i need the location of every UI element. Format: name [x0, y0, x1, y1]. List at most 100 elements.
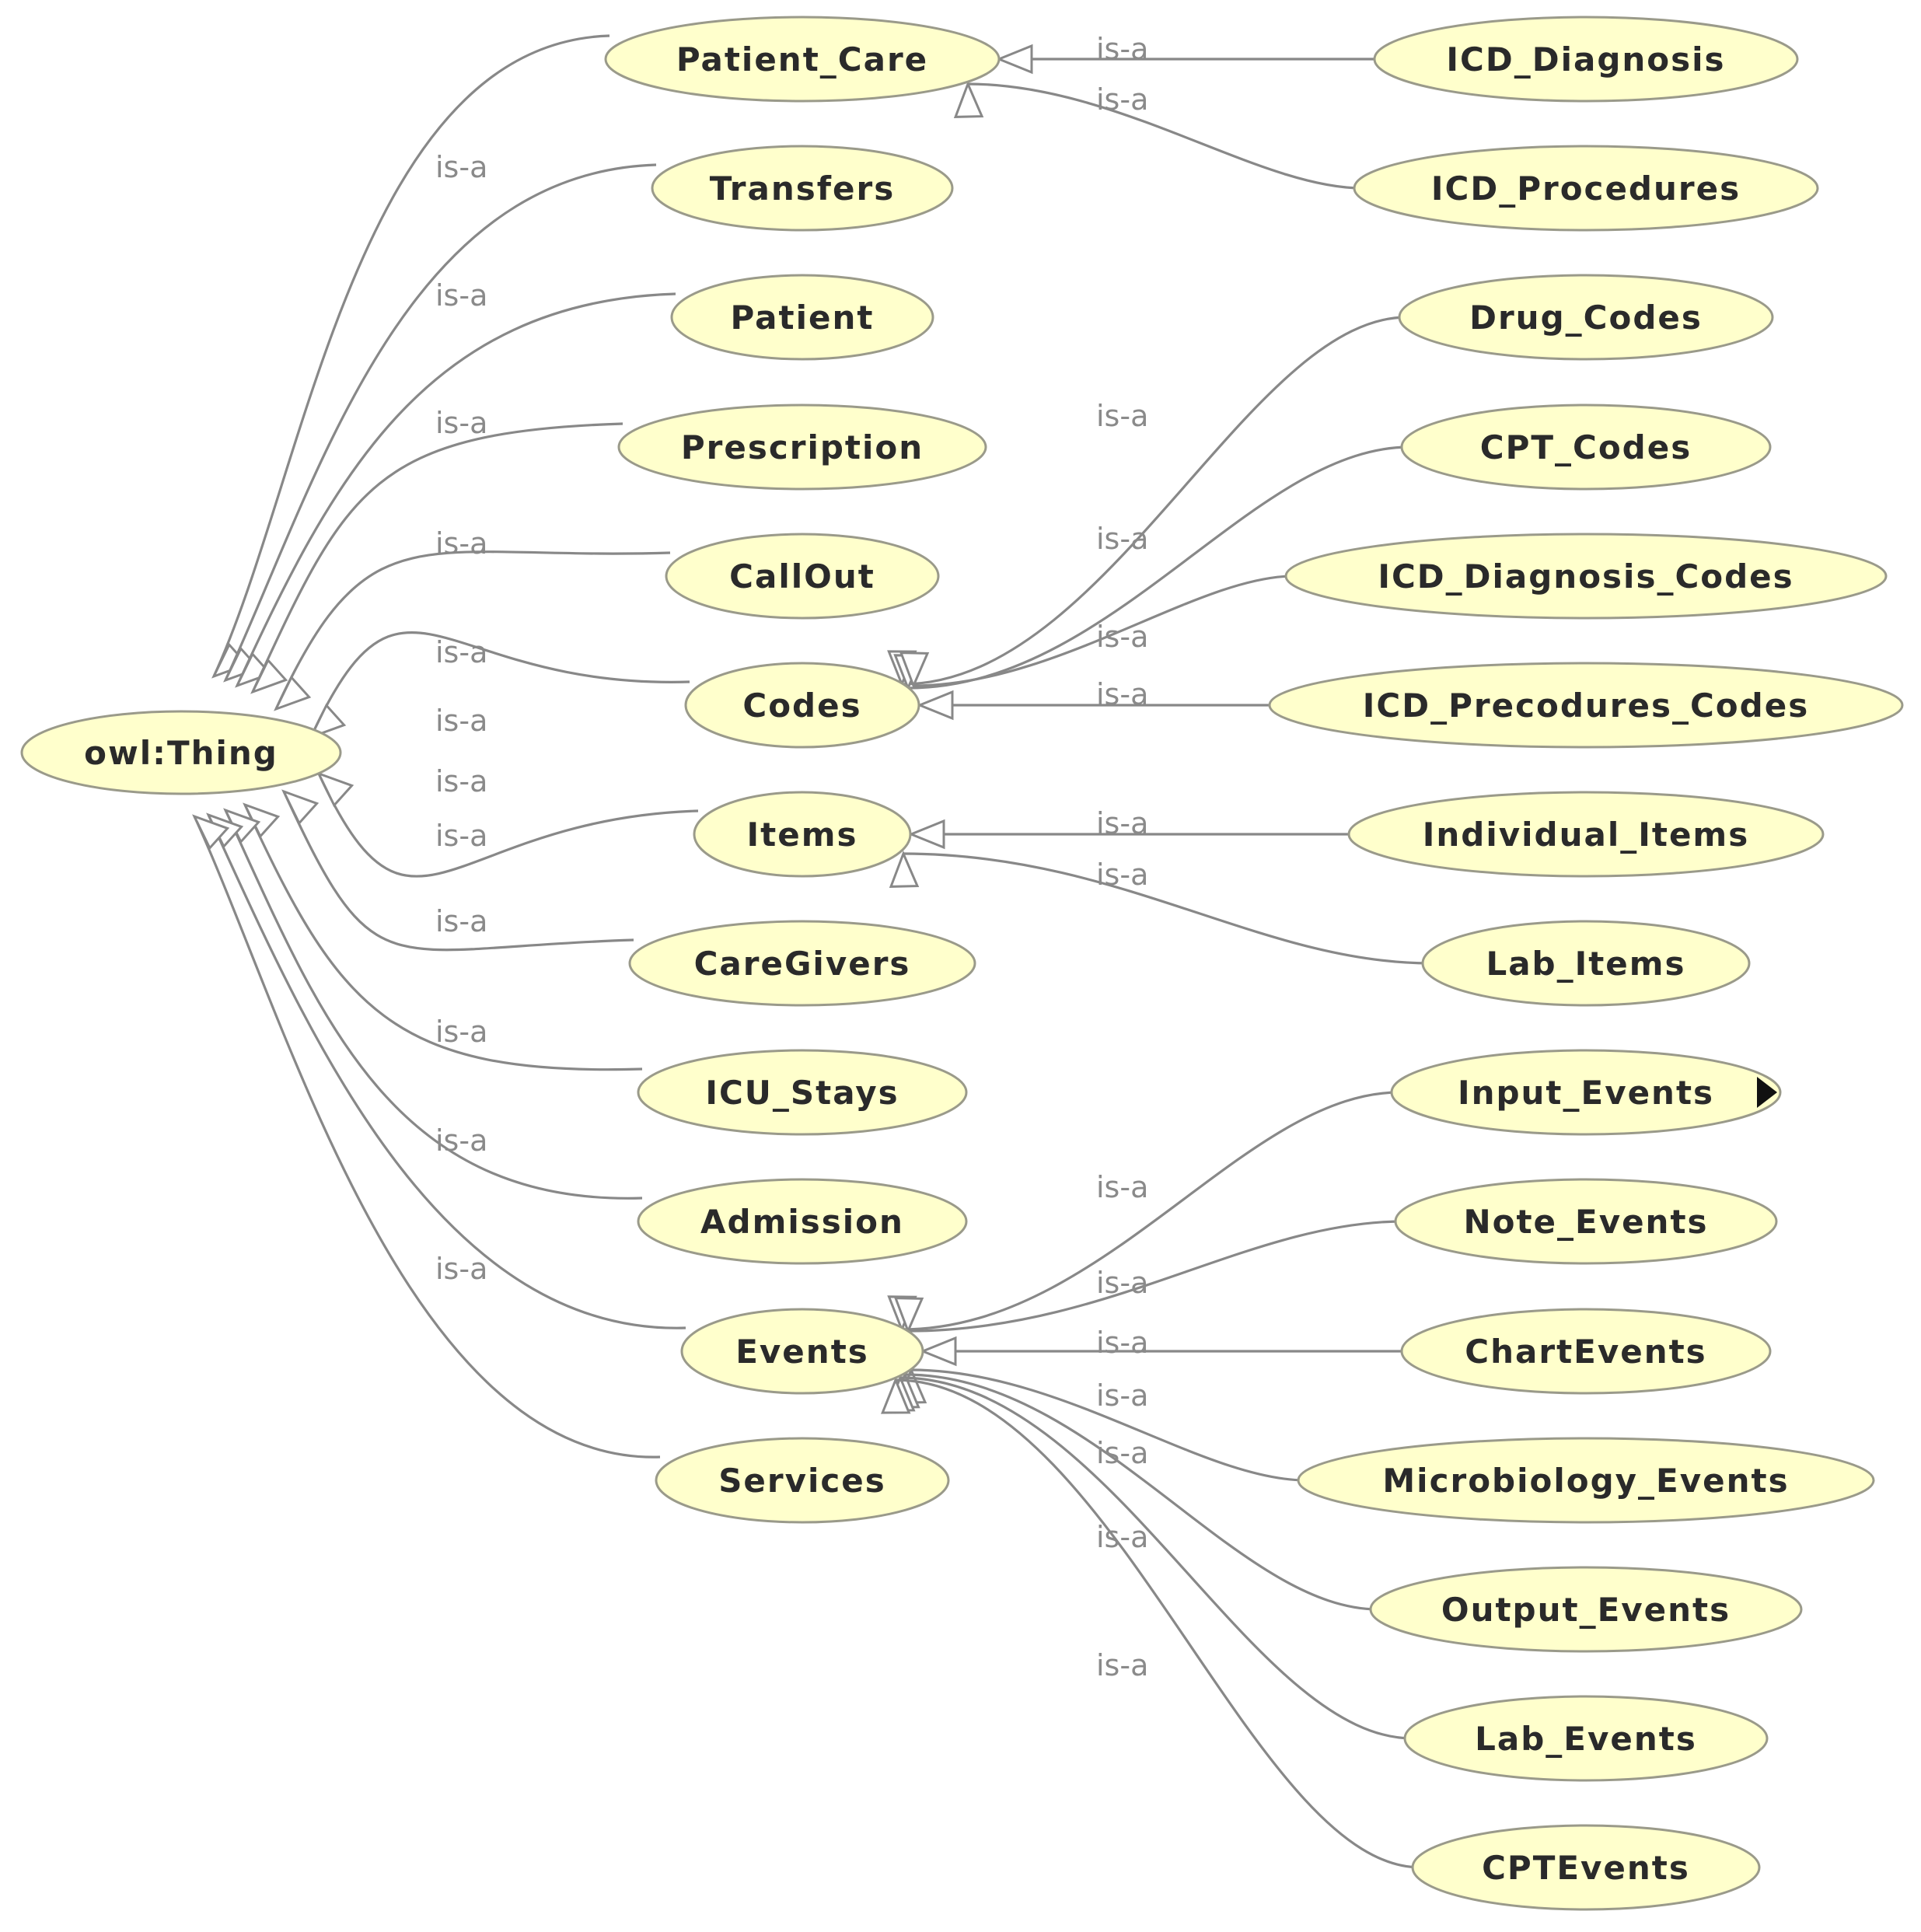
class-node-items[interactable]: Items: [693, 791, 912, 878]
node-label: Items: [747, 816, 858, 854]
is-a-edge-note-events: is-a: [893, 1220, 1404, 1334]
arrowhead-icon: [920, 1336, 957, 1367]
class-node-admission[interactable]: Admission: [637, 1178, 968, 1265]
class-node-thing[interactable]: owl:Thing: [20, 710, 342, 795]
class-node-lab-events[interactable]: Lab_Events: [1403, 1695, 1769, 1782]
node-label: ICD_Procedures: [1431, 169, 1741, 208]
node-ellipse: [680, 1308, 924, 1395]
class-node-lab-items[interactable]: Lab_Items: [1421, 920, 1751, 1007]
edge-label: is-a: [1096, 1326, 1148, 1360]
edge-line: [967, 82, 1363, 190]
class-node-drug-codes[interactable]: Drug_Codes: [1398, 274, 1774, 361]
class-node-microbiology-events[interactable]: Microbiology_Events: [1297, 1437, 1875, 1524]
class-node-caregivers[interactable]: CareGivers: [628, 920, 976, 1007]
edge-label: is-a: [435, 1015, 487, 1049]
node-ellipse: [1394, 1178, 1778, 1265]
edge-line: [895, 1378, 1421, 1869]
node-label: ChartEvents: [1465, 1333, 1706, 1371]
is-a-edge-callout: is-a: [274, 550, 671, 711]
class-node-individual-items[interactable]: Individual_Items: [1347, 791, 1825, 878]
node-ellipse: [1390, 1049, 1782, 1136]
arrowhead-icon: [281, 789, 320, 826]
class-node-chartevents[interactable]: ChartEvents: [1400, 1308, 1772, 1395]
edge-label: is-a: [1096, 82, 1148, 117]
edge-line: [899, 1376, 1413, 1740]
edge-label: is-a: [1096, 1378, 1148, 1413]
class-node-prescription[interactable]: Prescription: [617, 404, 987, 491]
node-ellipse: [1353, 145, 1819, 232]
node-ellipse: [1400, 404, 1772, 491]
is-a-edge-cpt-codes: is-a: [893, 445, 1410, 691]
edge-line: [903, 852, 1431, 965]
edge-label: is-a: [435, 904, 487, 938]
is-a-edge-services: is-a: [192, 814, 661, 1459]
edge-label: is-a: [435, 526, 487, 561]
edge-line: [901, 1091, 1400, 1331]
edges-layer: is-a is-a is-a is-a is-a is-a is-a is-a is-a is-a…: [192, 32, 1431, 1869]
arrowhead-icon: [889, 851, 920, 888]
node-ellipse: [651, 145, 954, 232]
class-node-patient[interactable]: Patient: [670, 274, 934, 361]
class-node-icd-diagnosis[interactable]: ICD_Diagnosis: [1373, 16, 1799, 103]
class-node-icd-procedures[interactable]: ICD_Procedures: [1353, 145, 1819, 232]
is-a-edge-patient: is-a: [235, 292, 676, 688]
class-node-icu-stays[interactable]: ICU_Stays: [637, 1049, 968, 1136]
arrowhead-icon: [917, 690, 954, 721]
class-node-cpt-codes[interactable]: CPT_Codes: [1400, 404, 1772, 491]
arrowhead-icon: [996, 44, 1033, 75]
edge-line: [243, 804, 643, 1071]
is-a-edge-icd-diagnosis: is-a: [996, 32, 1382, 75]
class-node-services[interactable]: Services: [655, 1437, 950, 1524]
is-a-edge-microbiology-events: is-a: [896, 1367, 1307, 1482]
class-node-output-events[interactable]: Output_Events: [1369, 1566, 1803, 1653]
edge-line: [224, 809, 643, 1200]
class-node-events[interactable]: Events: [680, 1308, 924, 1395]
node-ellipse: [1284, 533, 1888, 620]
node-label: Note_Events: [1463, 1203, 1708, 1241]
edge-line: [224, 163, 657, 681]
expand-triangle-icon[interactable]: [1757, 1077, 1777, 1108]
edge-label: is-a: [435, 1252, 487, 1286]
arrowhead-icon: [274, 675, 312, 711]
edge-line: [904, 1373, 1379, 1611]
edge-label: is-a: [435, 406, 487, 440]
edge-label: is-a: [435, 764, 487, 798]
edge-label: is-a: [1096, 1266, 1148, 1300]
node-ellipse: [655, 1437, 950, 1524]
node-ellipse: [1347, 791, 1825, 878]
node-ellipse: [1400, 1308, 1772, 1395]
node-label: ICD_Precodures_Codes: [1363, 687, 1809, 725]
is-a-edge-codes: is-a: [309, 631, 690, 739]
class-node-patient-care[interactable]: Patient_Care: [604, 16, 1001, 103]
class-node-icd-precodures-codes[interactable]: ICD_Precodures_Codes: [1268, 662, 1904, 749]
edge-label: is-a: [1096, 1170, 1148, 1204]
node-ellipse: [693, 791, 912, 878]
is-a-edge-icd-precodures-codes: is-a: [917, 677, 1277, 721]
class-node-icd-diagnosis-codes[interactable]: ICD_Diagnosis_Codes: [1284, 533, 1888, 620]
edge-line: [207, 814, 686, 1329]
class-node-input-events[interactable]: Input_Events: [1390, 1049, 1782, 1136]
node-label: Output_Events: [1441, 1591, 1731, 1629]
node-ellipse: [1403, 1695, 1769, 1782]
node-label: Services: [718, 1462, 886, 1500]
is-a-edge-lab-items: is-a: [889, 851, 1431, 965]
node-ellipse: [1411, 1824, 1761, 1911]
node-label: Events: [735, 1333, 869, 1371]
edge-line: [910, 1368, 1307, 1482]
edge-label: is-a: [435, 819, 487, 853]
node-label: Patient_Care: [676, 40, 928, 79]
arrowhead-icon: [192, 814, 230, 851]
edge-label: is-a: [1096, 1436, 1148, 1470]
edge-label: is-a: [1096, 399, 1148, 433]
edge-label: is-a: [1096, 620, 1148, 654]
class-node-codes[interactable]: Codes: [684, 662, 920, 749]
edge-label: is-a: [435, 635, 487, 669]
class-node-callout[interactable]: CallOut: [665, 533, 940, 620]
node-label: CPT_Codes: [1480, 428, 1692, 466]
class-node-transfers[interactable]: Transfers: [651, 145, 954, 232]
arrowhead-icon: [250, 658, 288, 694]
class-node-cptevents[interactable]: CPTEvents: [1411, 1824, 1761, 1911]
node-label: Individual_Items: [1423, 816, 1749, 854]
class-node-note-events[interactable]: Note_Events: [1394, 1178, 1778, 1265]
edge-line: [251, 422, 623, 693]
